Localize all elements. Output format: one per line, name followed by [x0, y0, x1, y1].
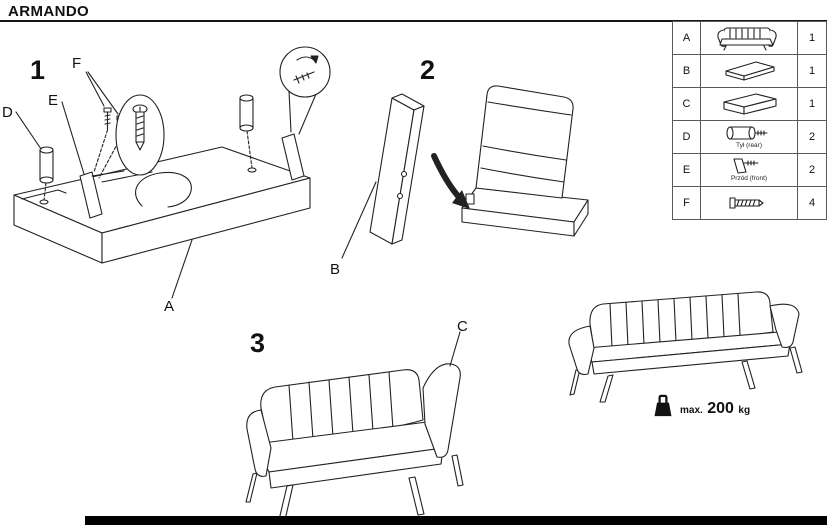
rear-leg-icon: Tył (rear) — [700, 120, 798, 154]
seat-cushion-icon — [700, 87, 798, 121]
part-qty: 2 — [797, 120, 827, 154]
label-part-f: F — [72, 55, 82, 72]
part-qty: 1 — [797, 54, 827, 88]
parts-table-row-c: C 1 — [672, 87, 827, 121]
step-2-number: 2 — [420, 55, 436, 85]
part-letter: D — [672, 120, 701, 154]
part-note: Przód (front) — [730, 175, 768, 183]
label-part-d: D — [2, 104, 13, 121]
assembled-sofa-diagram — [568, 291, 803, 403]
max-load-unit: kg — [738, 405, 751, 416]
step-2-diagram — [341, 85, 589, 259]
label-part-e: E — [48, 92, 59, 109]
part-qty: 1 — [797, 87, 827, 121]
bolt-icon — [700, 186, 798, 220]
part-letter: C — [672, 87, 701, 121]
part-qty: 1 — [797, 21, 827, 55]
front-leg-icon: Przód (front) — [700, 153, 798, 187]
part-note: Tył (rear) — [736, 142, 762, 150]
title-divider — [0, 20, 827, 22]
part-letter: E — [672, 153, 701, 187]
label-part-c: C — [457, 318, 468, 335]
parts-table-row-e: E Przód (front) 2 — [672, 153, 827, 187]
parts-table-row-f: F 4 — [672, 186, 827, 220]
step-1-number: 1 — [30, 55, 46, 85]
step-3-number: 3 — [250, 328, 266, 358]
max-load-text: max. 200 kg — [680, 401, 750, 420]
parts-table-row-b: B 1 — [672, 54, 827, 88]
parts-table-row-a: A 1 — [672, 21, 827, 55]
max-load-prefix: max. — [680, 405, 703, 416]
sofa-icon — [700, 21, 798, 55]
part-qty: 2 — [797, 153, 827, 187]
footer-bar — [85, 516, 827, 525]
parts-table-row-d: D Tył (rear) 2 — [672, 120, 827, 154]
label-part-b: B — [330, 261, 341, 278]
part-letter: B — [672, 54, 701, 88]
weight-icon — [654, 394, 672, 417]
max-load-badge: max. 200 kg — [652, 392, 750, 420]
part-letter: F — [672, 186, 701, 220]
parts-table: A 1 — [672, 21, 827, 220]
label-part-a: A — [164, 298, 175, 315]
page-title: ARMANDO — [8, 3, 90, 20]
part-letter: A — [672, 21, 701, 55]
backrest-panel-icon — [700, 54, 798, 88]
part-qty: 4 — [797, 186, 827, 220]
max-load-value: 200 — [707, 400, 734, 417]
step-1-diagram — [13, 46, 331, 299]
step-3-diagram — [245, 331, 464, 521]
